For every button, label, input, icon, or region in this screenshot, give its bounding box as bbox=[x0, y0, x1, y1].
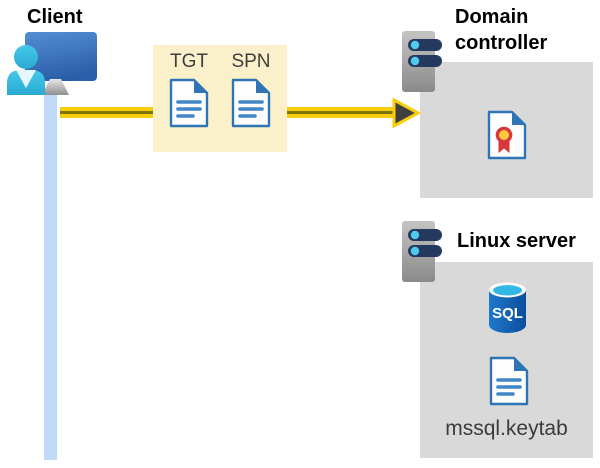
person-collar-shape bbox=[16, 70, 36, 88]
monitor-stand-shape bbox=[42, 79, 69, 95]
domain-controller-label: Domain controller bbox=[455, 6, 548, 54]
domain-controller-server-icon bbox=[402, 31, 442, 92]
spn-document-icon bbox=[231, 78, 271, 128]
monitor-shape bbox=[25, 32, 97, 81]
client-connector-line bbox=[44, 93, 57, 460]
auth-request-arrow-head-icon bbox=[392, 97, 421, 129]
linux-server-label: Linux server bbox=[457, 230, 576, 252]
linux-server-icon bbox=[402, 221, 442, 282]
spn-label: SPN bbox=[231, 51, 271, 72]
tgt-label: TGT bbox=[170, 51, 208, 72]
tgt-token: TGT bbox=[165, 51, 213, 152]
keytab-document-icon bbox=[489, 356, 529, 406]
sql-database-icon: SQL bbox=[489, 282, 526, 333]
tgt-document-icon bbox=[169, 78, 209, 128]
keytab-label: mssql.keytab bbox=[445, 417, 568, 440]
certificate-icon bbox=[487, 110, 527, 160]
person-head-shape bbox=[14, 45, 38, 69]
client-computer-icon bbox=[7, 32, 97, 95]
spn-token: SPN bbox=[227, 51, 275, 152]
ticket-token-box: TGT SPN bbox=[153, 45, 287, 152]
sql-badge-text: SQL bbox=[492, 305, 523, 322]
client-label: Client bbox=[27, 6, 83, 28]
